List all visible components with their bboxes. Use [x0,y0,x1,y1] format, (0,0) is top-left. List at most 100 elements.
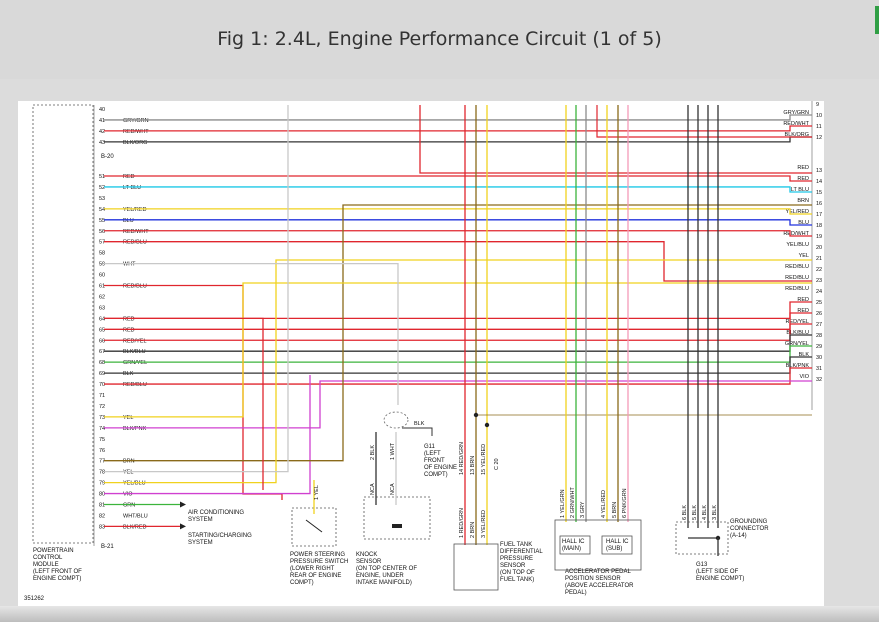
knock-ground-label-line-1: (LEFT [424,451,441,457]
rc-pin-19: 19 [816,234,822,240]
pcm-module-box [32,104,94,544]
rc-wire-label-24: RED/BLU [785,286,809,292]
pcm-wire-label-83: BLK/RED [123,524,147,530]
rc-wire-label-13: RED [797,165,809,171]
pcm-pin-55: 55 [99,218,105,224]
pcm-pin-41: 41 [99,118,105,124]
pedal-wire-label-4: 5 BRN [612,502,618,518]
pcm-wire-label-69: BLK [123,371,134,377]
grounding-connector-box [675,521,729,555]
ground-wire-label-0: 6 BLK [682,505,688,520]
rc-wire-label-30: BLK [799,352,810,358]
pcm-wire-label-43: BLK/ORG [123,140,147,146]
pcm-wire-label-51: RED [123,174,135,180]
pcm-pin-54: 54 [99,207,105,213]
pedal-sensor-label-line-0: ACCELERATOR PEDAL [565,569,631,575]
wire-pcm67-to-rc28 [104,334,812,352]
rc-pin-11: 11 [816,124,822,130]
fuel-splice-dot-1 [473,412,479,418]
ground-g13-label-line-2: ENGINE COMPT) [696,576,744,582]
fuel-sensor-label-line-4: (ON TOP OF [500,570,535,576]
pedal-sensor-label-line-3: PEDAL) [565,590,587,596]
pedal-sensor-box [554,519,642,571]
ps-switch-label-line-3: REAR OF ENGINE [290,573,341,579]
pcm-pin-40: 40 [99,107,105,113]
rc-pin-32: 32 [816,377,822,383]
pcm-pin-76: 76 [99,448,105,454]
knock-ground-label-line-2: FRONT [424,458,445,464]
pcm-label-line-2: MODULE [33,562,59,568]
knock-shield-label: BLK [414,421,425,427]
rc-wire-label-29: GRN/YEL [785,341,809,347]
figure-number: 351262 [24,596,45,602]
wire-pcm79-to-rc20 [104,259,812,484]
fuel-sensor-label-line-1: DIFFERENTIAL [500,549,543,555]
page-title: Fig 1: 2.4L, Engine Performance Circuit … [217,28,662,50]
wire-pcm52-to-rc15 [104,186,812,193]
rc-pin-30: 30 [816,355,822,361]
pcm-pin-58: 58 [99,251,105,257]
pcm-pin-43: 43 [99,140,105,146]
rc-pin-23: 23 [816,278,822,284]
pcm-pin-66: 66 [99,338,105,344]
pedal-wire-label-1: 2 GRN/WHT [570,487,576,519]
ps-switch-label-line-0: POWER STEERING [290,552,345,558]
pcm-wire-label-77: BRN [123,459,135,465]
rc-pin-22: 22 [816,267,822,273]
pcm-pin-83: 83 [99,524,105,530]
rc-wire-label-17: YEL/RED [785,209,809,215]
wire-pcm66-to-rc27 [104,323,812,341]
pcm-label-line-0: POWERTRAIN [33,548,74,554]
pcm-wire-label-65: RED [123,327,135,333]
wire-pcm41-to-rc10 [104,114,812,121]
knock-sensor-label-line-3: ENGINE, UNDER [356,573,404,579]
wire-pcm56-to-rc19 [104,230,812,237]
ac-system-label-line-1: SYSTEM [188,517,213,523]
wire-pcm70-to-rc31 [104,367,812,385]
pedal-hall-main-label-line-1: (MAIN) [562,546,581,552]
wire-pcm64-down [104,317,264,490]
wire-pcm77-to-rc16 [104,204,812,462]
wire-pcm78-up [104,105,289,473]
pedal-wire-label-2: 3 GRY [580,501,586,518]
pcm-pin-77: 77 [99,459,105,465]
rc-pin-17: 17 [816,212,822,218]
pcm-wire-label-70: RED/BLU [123,382,147,388]
knock-wire-label-blk: 2 BLK [370,445,376,460]
wire-pcm65-to-rc26 [104,312,812,330]
pedal-wire-label-0: 1 YEL/GRN [560,489,566,518]
pcm-wire-label-68: GRN/YEL [123,360,147,366]
rc-pin-21: 21 [816,256,822,262]
pcm-pin-56: 56 [99,229,105,235]
wire-pcm54-to-rc17 [104,208,812,215]
connector-b20: B-20 [101,154,114,160]
fuel-top-wire-1: 13 BRN [470,456,476,475]
knock-sensor-label-line-2: (ON TOP CENTER OF [356,566,417,572]
wire-pcm69-to-rc30 [104,356,812,374]
knock-sensor-box [363,496,431,540]
rc-wire-label-14: RED [797,176,809,182]
rc-pin-20: 20 [816,245,822,251]
wire-pcm73-to-rc21 [104,282,812,418]
rc-pin-24: 24 [816,289,822,295]
rc-wire-label-10: GRY/GRN [783,110,809,116]
wire-pcm64-to-rc25 [104,301,812,320]
pcm-wire-label-79: YEL/BLU [123,481,146,487]
wire-red-loop [419,105,812,174]
pedal-hall-main-label-line-0: HALL IC [562,539,585,545]
pedal-wire-label-5: 6 PNK/GRN [622,488,628,518]
rc-wire-label-18: BLU [798,220,809,226]
pcm-wire-label-41: GRY/GRN [123,118,149,124]
pcm-pin-59: 59 [99,262,105,268]
pcm-wire-label-55: BLU [123,218,134,224]
pcm-label-line-1: CONTROL [33,555,63,561]
pcm-label-line-4: ENGINE COMPT) [33,576,81,582]
pedal-sensor-label-line-1: POSITION SENSOR [565,576,621,582]
pcm-pin-72: 72 [99,404,105,410]
ground-wire-label-2: 4 BLK [702,505,708,520]
knock-ground-label-line-3: OF ENGINE [424,465,457,471]
pcm-pin-57: 57 [99,240,105,246]
pcm-pin-62: 62 [99,294,105,300]
wire-pcm68-to-rc29 [104,345,812,363]
fuel-splice-label: C 20 [494,458,500,470]
